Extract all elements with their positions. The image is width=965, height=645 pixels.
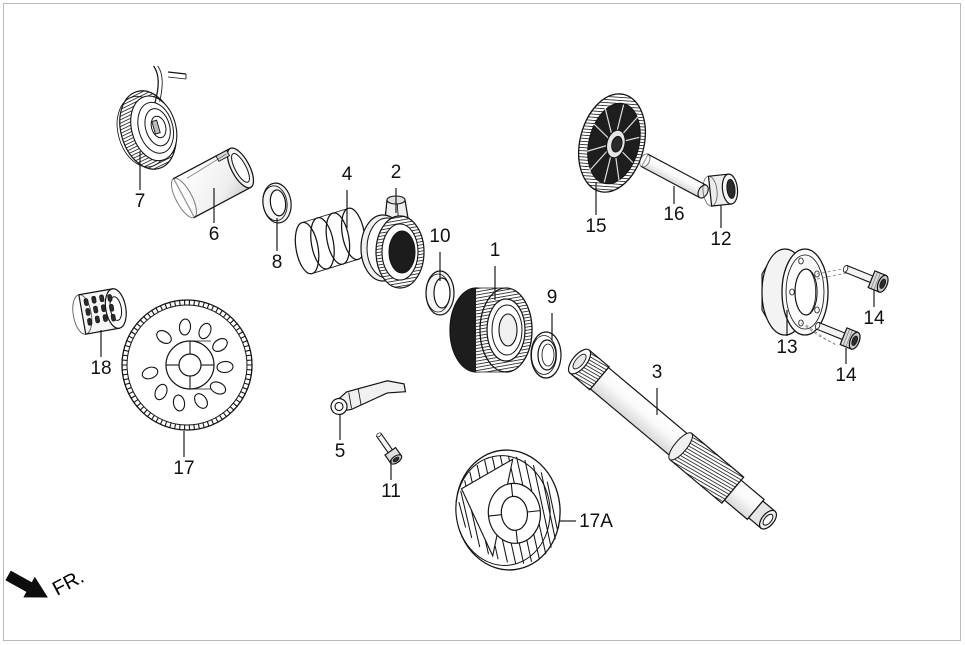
- callout-label-17: 17: [173, 458, 194, 479]
- part-15-driven-gear: [578, 93, 646, 193]
- callout-5: 5: [335, 414, 346, 462]
- callout-label-14a: 14: [863, 308, 885, 329]
- part-11-stopper-bolt: [375, 432, 403, 465]
- callout-label-14b: 14: [835, 365, 857, 386]
- part-17A-ring-gear-sub: [455, 449, 561, 571]
- callout-label-10: 10: [429, 226, 450, 247]
- callout-label-17A: 17A: [579, 511, 613, 532]
- callout-18: 18: [90, 330, 112, 379]
- part-16-shaft-pin: [639, 153, 709, 199]
- callout-14b: 14: [835, 348, 857, 386]
- part-10-thrust-washer: [425, 270, 455, 316]
- callout-label-13: 13: [776, 337, 797, 358]
- callout-7: 7: [135, 152, 146, 212]
- callout-label-4: 4: [342, 164, 353, 185]
- callout-17: 17: [173, 431, 195, 479]
- callout-11: 11: [381, 460, 401, 502]
- part-7-clutch-spring-coil-assembly: [116, 65, 187, 170]
- part-4-coil-spring: [294, 207, 366, 275]
- callout-3: 3: [652, 362, 663, 415]
- front-direction-indicator: FR.: [5, 566, 88, 601]
- part-2-gear-with-shift-arm: [360, 195, 425, 289]
- callout-label-12: 12: [710, 229, 731, 250]
- front-direction-label: FR.: [49, 566, 88, 601]
- part-9-washer: [530, 331, 562, 379]
- callout-2: 2: [391, 162, 402, 213]
- callout-16: 16: [663, 186, 685, 225]
- part-17-ring-gear: [121, 299, 253, 431]
- callout-17A: 17A: [560, 511, 613, 532]
- callout-13: 13: [776, 310, 798, 358]
- callout-6: 6: [209, 188, 220, 245]
- part-5-stopper-lever-arm: [330, 380, 407, 416]
- callout-label-5: 5: [335, 441, 346, 462]
- part-12-collar-bushing: [702, 173, 739, 207]
- callout-label-9: 9: [547, 287, 558, 308]
- callout-9: 9: [547, 287, 558, 340]
- callout-15: 15: [585, 182, 607, 237]
- callout-1: 1: [490, 240, 501, 300]
- callout-label-11: 11: [381, 481, 401, 502]
- part-18-needle-roller-bearing: [72, 288, 127, 335]
- part-3-output-main-shaft: [567, 348, 778, 530]
- callout-label-8: 8: [272, 252, 283, 273]
- part-1-primary-drive-gear: [449, 287, 533, 373]
- callout-4: 4: [342, 164, 353, 228]
- part-8-flat-washer: [262, 182, 292, 224]
- callout-label-6: 6: [209, 224, 220, 245]
- callout-label-2: 2: [391, 162, 402, 183]
- callout-layer: 7 6 8 4 2 10 1 9 15 16 12 13 14 14 3 18 17 17A 5 11: [90, 152, 885, 532]
- callout-label-16: 16: [663, 204, 684, 225]
- callout-10: 10: [429, 226, 451, 281]
- callout-label-1: 1: [490, 240, 501, 261]
- part-14-flange-bolt-upper: [842, 264, 889, 293]
- callout-12: 12: [710, 205, 732, 250]
- callout-label-15: 15: [585, 216, 606, 237]
- part-13-bearing-retainer-plate: [761, 248, 870, 347]
- callout-label-3: 3: [652, 362, 663, 383]
- callout-label-18: 18: [90, 358, 111, 379]
- callout-14a: 14: [863, 290, 885, 329]
- part-14-flange-bolt-lower: [814, 321, 861, 350]
- callout-8: 8: [272, 218, 283, 273]
- callout-label-7: 7: [135, 191, 146, 212]
- part-6-cylindrical-sleeve: [170, 147, 255, 219]
